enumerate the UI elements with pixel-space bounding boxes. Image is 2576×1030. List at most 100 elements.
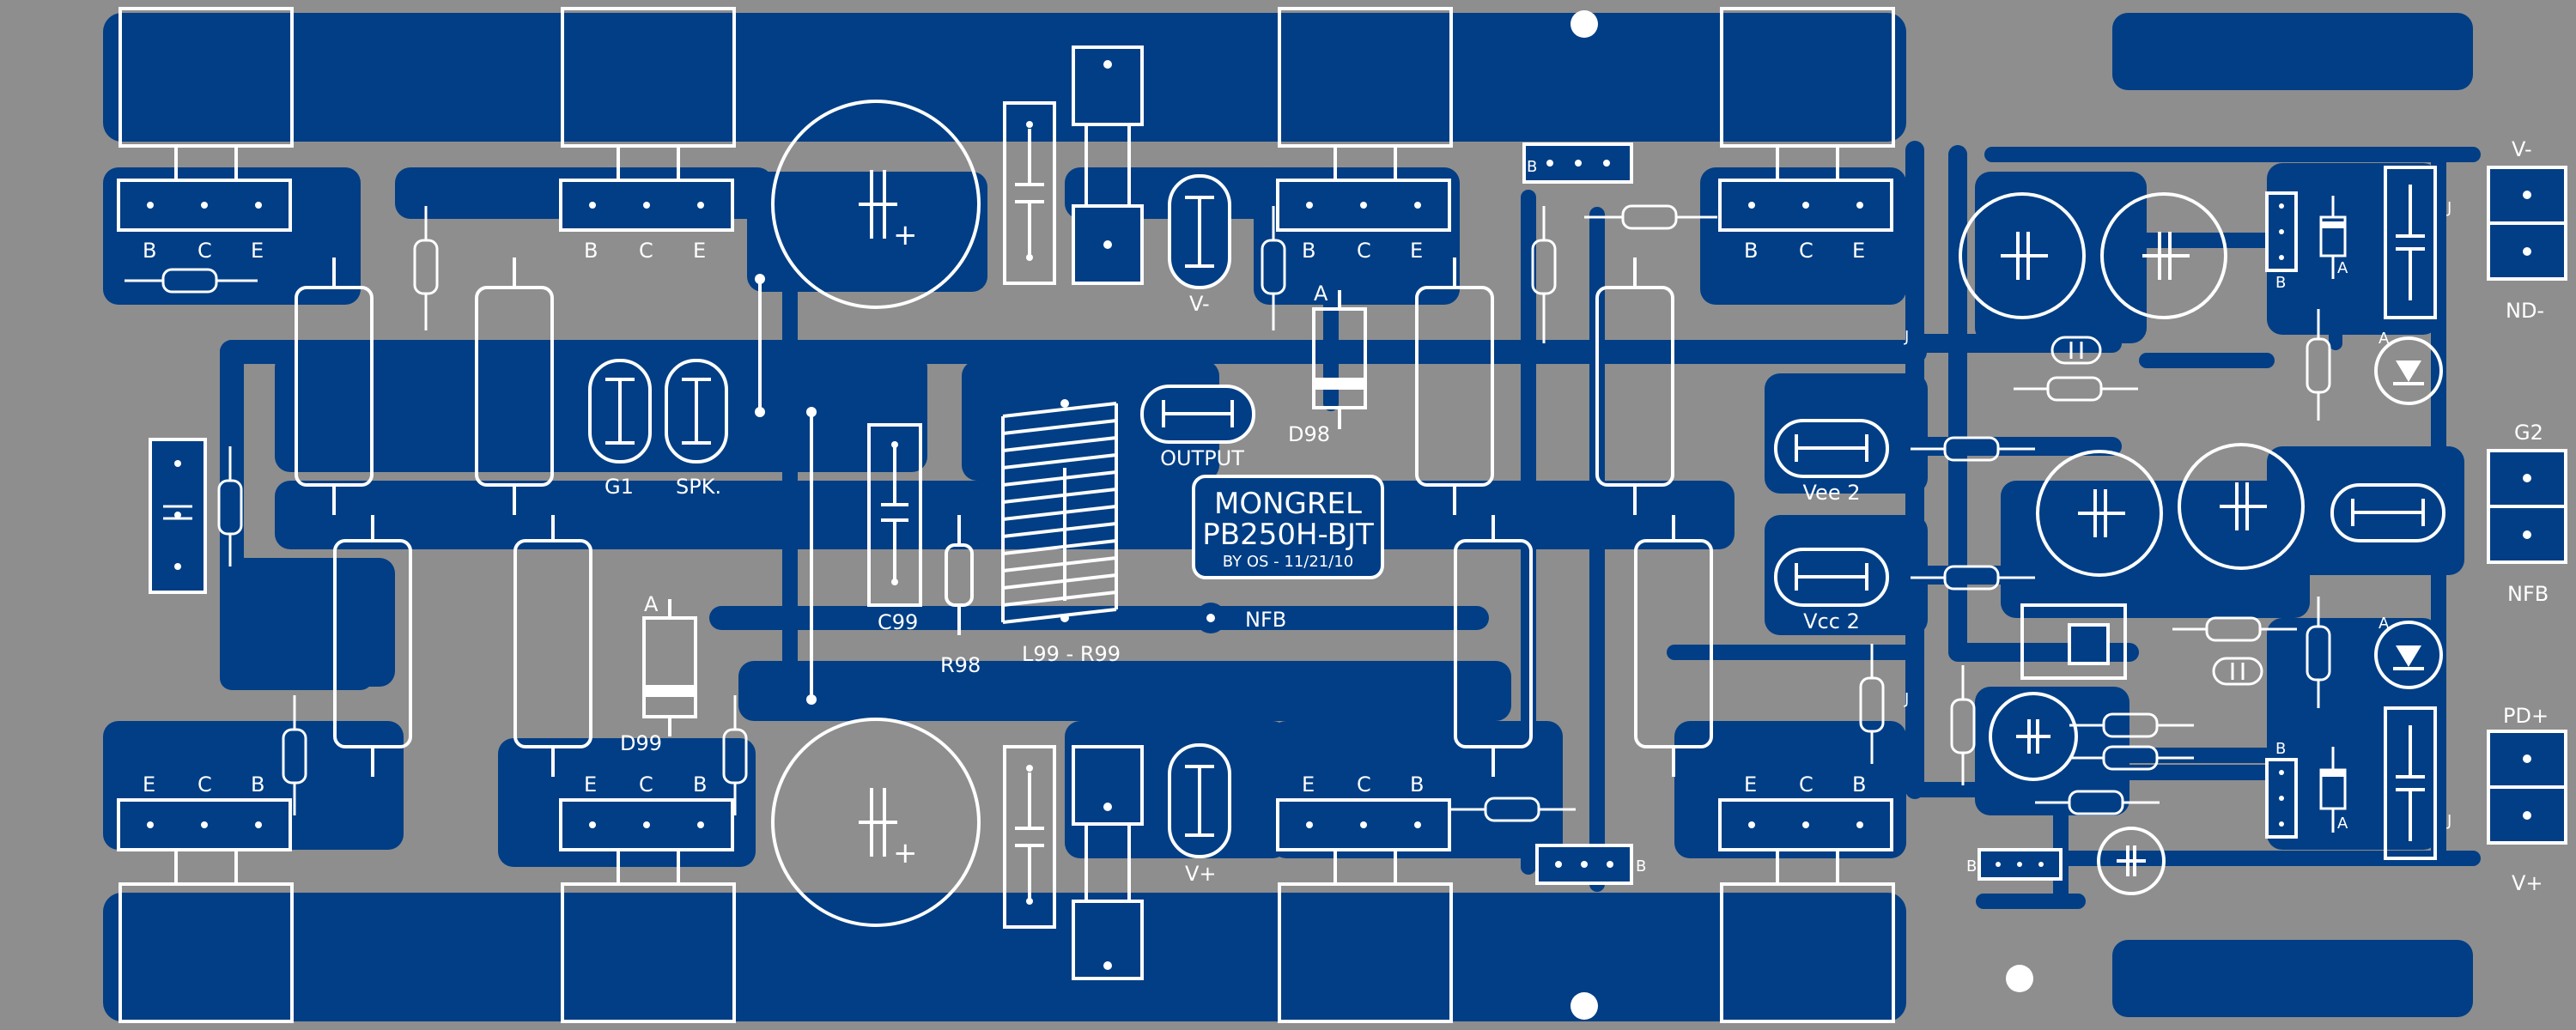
electrolytic-capacitor-bottom: + (771, 718, 981, 927)
terminal-vee2: Vee 2 (1774, 419, 1889, 505)
small-resistors (125, 204, 2331, 822)
conn-label-v-plus: V+ (2512, 871, 2543, 895)
power-resistors (295, 258, 1713, 777)
inductor-l99: L99 - R99 (1001, 399, 1121, 666)
connector-v-minus-gnd: V- ND- (2487, 137, 2567, 323)
mounting-hole-bottom (1571, 992, 1598, 1020)
transistor-small-bottom: B (2265, 740, 2298, 839)
pin-label-b: B (1527, 158, 1537, 176)
pin-label-b: B (584, 239, 598, 263)
jumper-label-j: J (1904, 690, 1909, 708)
led-indicators: A A (2374, 330, 2443, 689)
terminal-right-middle (2330, 483, 2445, 542)
pin-label-a: A (2337, 259, 2348, 277)
pin-label-a: A (2337, 815, 2348, 833)
transistor-q1: B C E (117, 7, 294, 263)
header-b-right-bottom: B (1966, 848, 2063, 881)
pin-label-a: A (1314, 282, 1328, 306)
pin-label-c: C (197, 239, 212, 263)
title-line-1: MONGREL (1214, 487, 1362, 521)
conn-label-pd-plus: PD+ (2503, 704, 2549, 728)
mounting-hole-right (2006, 965, 2033, 992)
film-capacitor-bottom (1003, 745, 1056, 929)
label-r98: R98 (940, 653, 981, 677)
label-output: OUTPUT (1160, 446, 1244, 470)
diode-d99: A D99 (620, 592, 697, 755)
label-v-minus-center: V- (1189, 292, 1210, 316)
header-b-top: B (1522, 142, 1633, 184)
pin-label-e: E (251, 239, 264, 263)
pin-label-c: C (639, 772, 653, 797)
pin-label-c: C (639, 239, 653, 263)
label-c99: C99 (878, 610, 918, 634)
pin-label-c: C (1357, 239, 1371, 263)
label-vee2: Vee 2 (1803, 481, 1861, 505)
fuse-holder-bottom (1072, 745, 1144, 980)
conn-label-g2: G2 (2514, 421, 2543, 445)
right-electrolytics (1959, 192, 2305, 895)
pin-label-b: B (2275, 274, 2286, 292)
right-small-caps (2050, 336, 2263, 686)
polarity-plus: + (893, 218, 918, 252)
connector-pd-plus-v-plus: PD+ V+ (2487, 704, 2567, 895)
pin-label-c: C (1799, 772, 1814, 797)
conn-label-gnd-minus: ND- (2506, 299, 2544, 323)
terminal-vcc2: Vcc 2 (1774, 548, 1889, 633)
pin-label-e: E (1852, 239, 1865, 263)
transistor-small-top: B (2265, 191, 2298, 292)
right-diodes: A A (2319, 196, 2348, 833)
label-g1: G1 (605, 475, 634, 499)
pin-label-b: B (1410, 772, 1424, 797)
jumper-label-j: J (2446, 812, 2451, 830)
right-film-caps (2384, 166, 2437, 860)
film-capacitor-c99: C99 (867, 423, 922, 634)
pin-label-b: B (2275, 740, 2286, 758)
pin-label-a: A (644, 592, 659, 616)
pin-label-e: E (1410, 239, 1423, 263)
mounting-holes (1571, 10, 2033, 1020)
pin-label-c: C (197, 772, 212, 797)
transistor-q6: E C B (559, 772, 736, 1023)
pin-label-e: E (1302, 772, 1315, 797)
fuse-holder-top (1072, 45, 1144, 285)
diode-d98: A D98 (1288, 282, 1367, 446)
label-v-plus-center: V+ (1185, 862, 1217, 886)
label-nfb-center: NFB (1245, 608, 1286, 632)
pin-label-c: C (1357, 772, 1371, 797)
pin-label-e: E (143, 772, 155, 797)
connector-g2-nfb: G2 NFB (2487, 421, 2567, 606)
jumper-label-j: J (2446, 199, 2451, 217)
terminal-spk: SPK. (665, 359, 728, 499)
transistor-q3: B C E (1276, 7, 1453, 263)
pin-label-e: E (1744, 772, 1757, 797)
mounting-hole-top (1571, 10, 1598, 38)
title-line-3: BY OS - 11/21/10 (1223, 553, 1353, 571)
pin-label-b: B (1636, 857, 1646, 876)
header-b-bottom: B (1535, 844, 1646, 885)
transistor-q2: B C E (559, 7, 736, 263)
label-l99-r99: L99 - R99 (1022, 642, 1121, 666)
pin-label-e: E (584, 772, 597, 797)
pin-label-a: A (2379, 330, 2390, 348)
transistor-q5: E C B (117, 772, 294, 1023)
electrolytic-capacitor-top: + (771, 100, 981, 309)
pin-label-b: B (251, 772, 264, 797)
test-pad-right (2020, 603, 2127, 680)
jumper-wires (755, 274, 817, 705)
pin-label-b: B (143, 239, 156, 263)
pin-label-e: E (693, 239, 706, 263)
title-line-2: PB250H-BJT (1202, 518, 1374, 552)
pin-label-b: B (1966, 857, 1977, 876)
conn-label-v-minus: V- (2512, 137, 2532, 161)
pin-label-c: C (1799, 239, 1814, 263)
label-vcc2: Vcc 2 (1803, 609, 1860, 633)
resistor-r98: R98 (940, 515, 981, 677)
terminal-v-minus: V- (1168, 174, 1231, 316)
label-d98: D98 (1288, 422, 1330, 446)
header-left-vertical (149, 438, 207, 594)
jumper-label-j: J (1904, 328, 1909, 346)
transistor-q7: E C B (1276, 772, 1453, 1023)
nfb-test-point: NFB (1195, 603, 1286, 633)
transistor-q8: E C B (1718, 772, 1895, 1023)
